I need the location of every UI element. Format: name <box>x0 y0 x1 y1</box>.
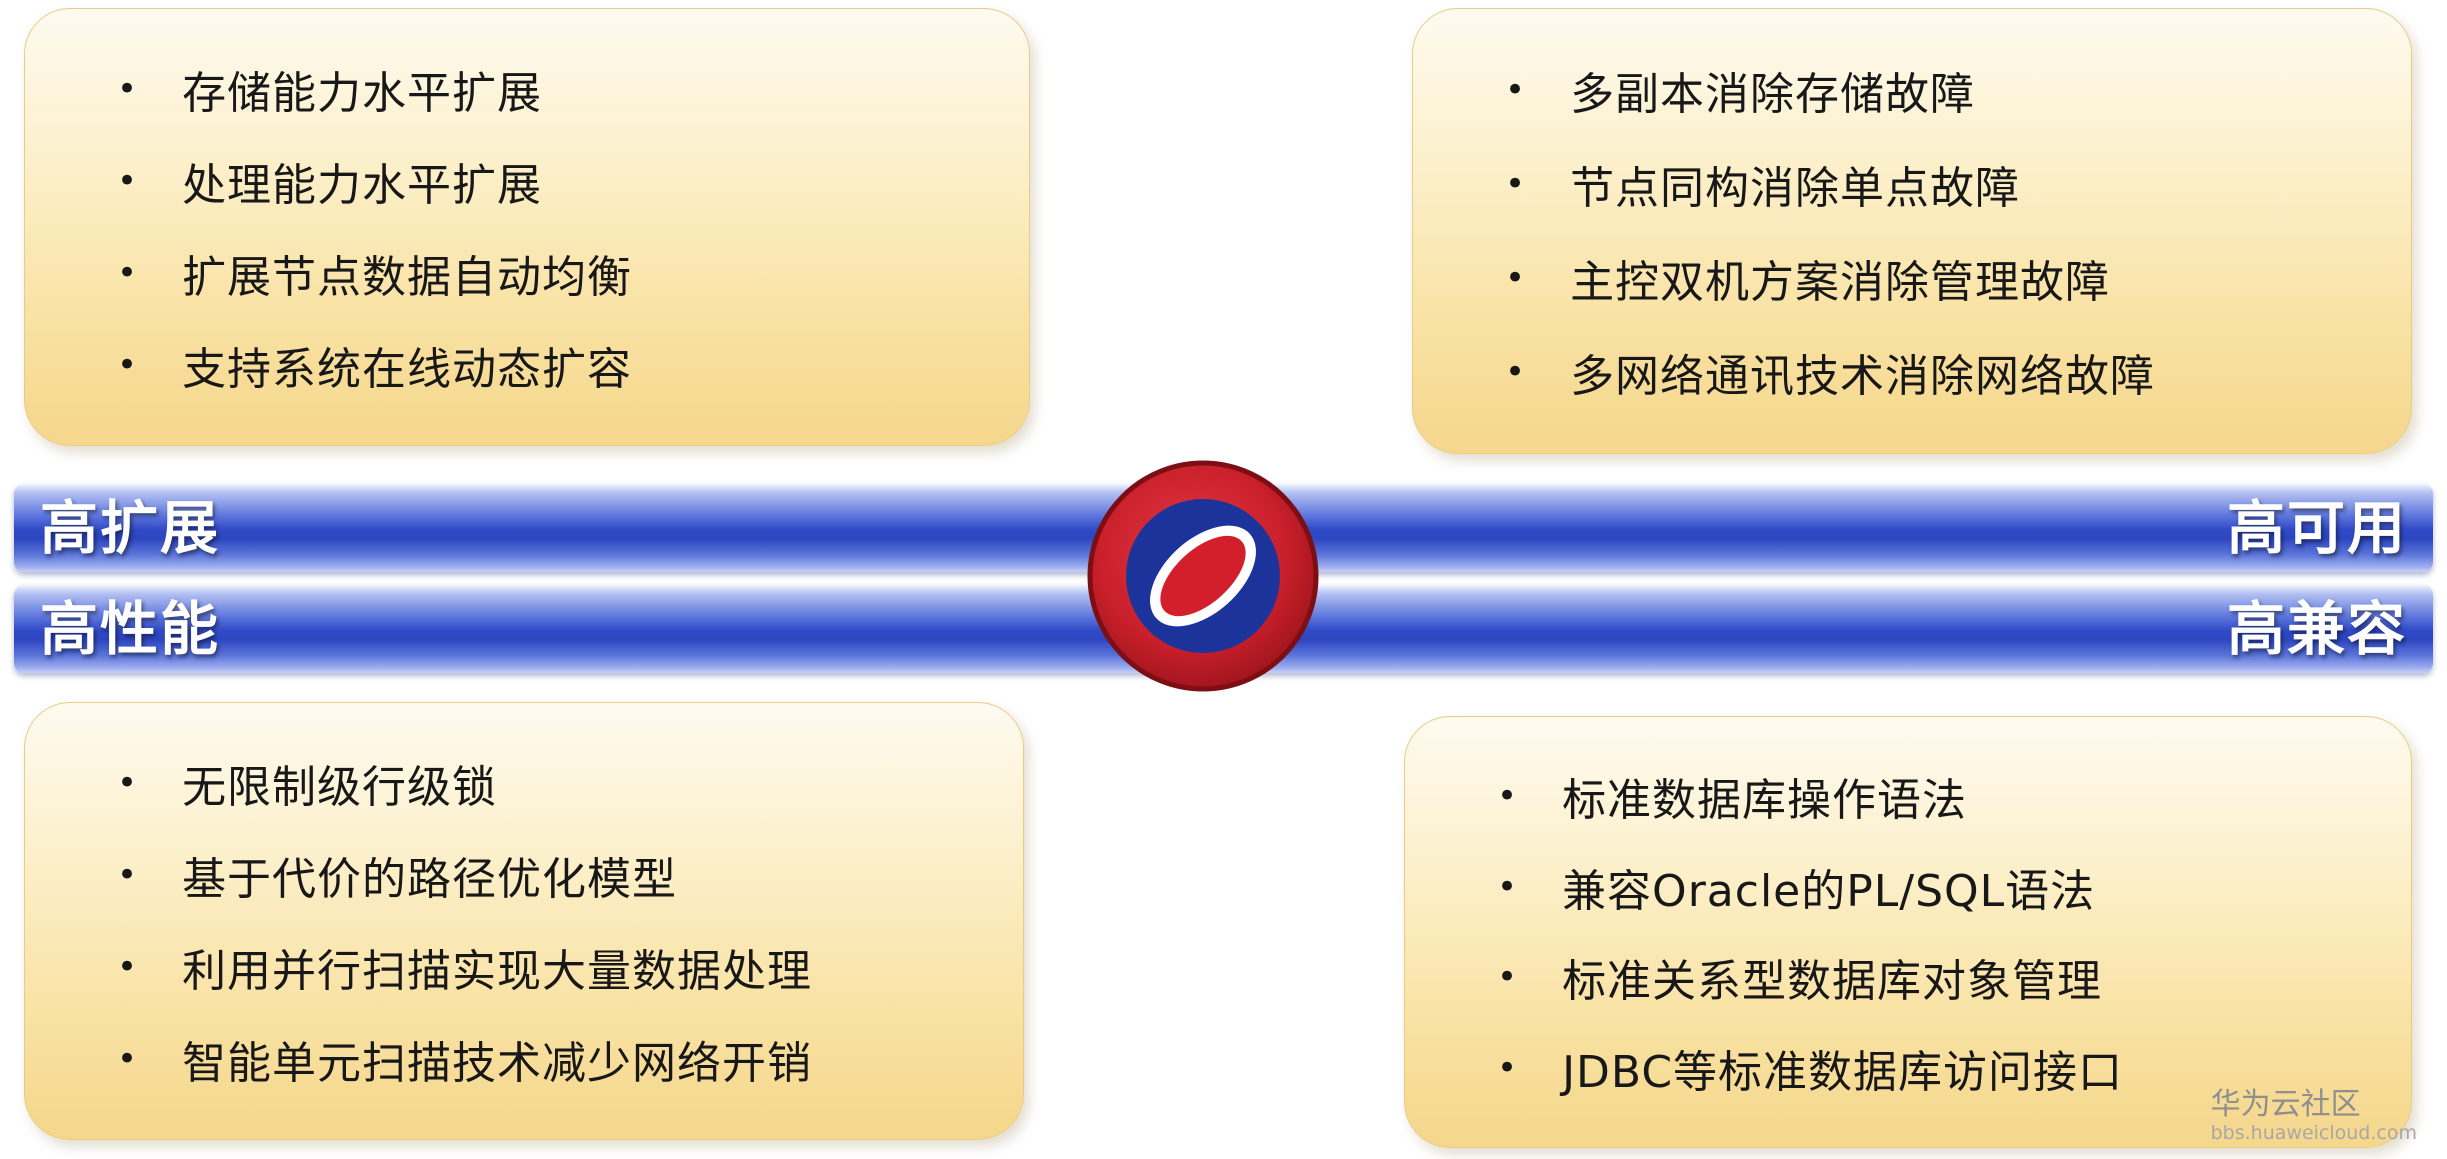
list-item-text: 无限制级行级锁 <box>182 762 498 813</box>
list-item: • 标准关系型数据库对象管理 <box>1469 945 2365 1009</box>
list-item: • 存储能力水平扩展 <box>89 57 983 121</box>
list-item: • 节点同构消除单点故障 <box>1477 152 2365 216</box>
bullet-dot-icon: • <box>117 1039 139 1079</box>
list-item: • 多网络通讯技术消除网络故障 <box>1477 340 2365 404</box>
bullet-dot-icon: • <box>117 161 139 201</box>
list-item-text: JDBC等标准数据库访问接口 <box>1562 1046 2124 1098</box>
list-item-text: 智能单元扫描技术减少网络开销 <box>182 1038 813 1089</box>
bullet-dot-icon: • <box>117 253 139 293</box>
list-item-text: 多网络通讯技术消除网络故障 <box>1570 351 2156 402</box>
card-high-compatibility: • 标准数据库操作语法 • 兼容Oracle的PL/SQL语法 • 标准关系型数… <box>1404 716 2412 1148</box>
bar-label-high-compatibility: 高兼容 <box>2226 595 2407 663</box>
watermark-title: 华为云社区 <box>2210 1086 2361 1122</box>
bullet-dot-icon: • <box>117 947 139 987</box>
list-item: • 标准数据库操作语法 <box>1469 764 2365 828</box>
bar-label-high-performance: 高性能 <box>40 595 221 663</box>
bullet-dot-icon: • <box>117 855 139 895</box>
list-item-text: 标准数据库操作语法 <box>1562 775 1968 827</box>
list-item: • 兼容Oracle的PL/SQL语法 <box>1469 855 2365 919</box>
database-logo-svg <box>1087 460 1319 692</box>
list-item: • 多副本消除存储故障 <box>1477 58 2365 122</box>
list-item-text: 处理能力水平扩展 <box>182 160 543 211</box>
database-logo-icon <box>1085 458 1321 694</box>
bullet-list: • 标准数据库操作语法 • 兼容Oracle的PL/SQL语法 • 标准关系型数… <box>1469 751 2365 1113</box>
list-item: • JDBC等标准数据库访问接口 <box>1469 1036 2365 1100</box>
bullet-list: • 存储能力水平扩展 • 处理能力水平扩展 • 扩展节点数据自动均衡 • 支持系… <box>89 43 983 411</box>
list-item-text: 多副本消除存储故障 <box>1570 69 1976 120</box>
bullet-dot-icon: • <box>1505 70 1527 110</box>
bullet-dot-icon: • <box>117 345 139 385</box>
list-item-text: 基于代价的路径优化模型 <box>182 854 678 905</box>
list-item-text: 扩展节点数据自动均衡 <box>182 252 633 303</box>
list-item-text: 利用并行扫描实现大量数据处理 <box>182 946 813 997</box>
list-item-text: 节点同构消除单点故障 <box>1570 163 2021 214</box>
bullet-list: • 无限制级行级锁 • 基于代价的路径优化模型 • 利用并行扫描实现大量数据处理… <box>89 737 977 1105</box>
watermark: 华为云社区 bbs.huaweicloud.com <box>2210 1086 2417 1145</box>
card-high-scalability: • 存储能力水平扩展 • 处理能力水平扩展 • 扩展节点数据自动均衡 • 支持系… <box>24 8 1030 446</box>
card-high-availability: • 多副本消除存储故障 • 节点同构消除单点故障 • 主控双机方案消除管理故障 … <box>1412 8 2412 454</box>
watermark-subtitle: bbs.huaweicloud.com <box>2210 1122 2417 1145</box>
list-item: • 扩展节点数据自动均衡 <box>89 241 983 305</box>
list-item: • 利用并行扫描实现大量数据处理 <box>89 935 977 999</box>
bullet-dot-icon: • <box>1497 957 1519 998</box>
bullet-dot-icon: • <box>117 763 139 803</box>
card-high-performance: • 无限制级行级锁 • 基于代价的路径优化模型 • 利用并行扫描实现大量数据处理… <box>24 702 1024 1140</box>
list-item: • 支持系统在线动态扩容 <box>89 333 983 397</box>
bullet-dot-icon: • <box>1497 1047 1519 1088</box>
list-item-text: 存储能力水平扩展 <box>182 68 543 119</box>
bullet-dot-icon: • <box>1497 866 1519 907</box>
bar-label-high-scalability: 高扩展 <box>40 494 221 562</box>
bullet-dot-icon: • <box>1497 776 1519 817</box>
bullet-dot-icon: • <box>1505 258 1527 298</box>
bullet-dot-icon: • <box>1505 164 1527 204</box>
list-item: • 处理能力水平扩展 <box>89 149 983 213</box>
list-item-text: 标准关系型数据库对象管理 <box>1562 956 2103 1008</box>
list-item: • 无限制级行级锁 <box>89 751 977 815</box>
bullet-dot-icon: • <box>1505 352 1527 392</box>
list-item-text: 支持系统在线动态扩容 <box>182 344 633 395</box>
list-item: • 基于代价的路径优化模型 <box>89 843 977 907</box>
bullet-list: • 多副本消除存储故障 • 节点同构消除单点故障 • 主控双机方案消除管理故障 … <box>1477 43 2365 419</box>
list-item: • 智能单元扫描技术减少网络开销 <box>89 1027 977 1091</box>
list-item-text: 主控双机方案消除管理故障 <box>1570 257 2111 308</box>
bullet-dot-icon: • <box>117 69 139 109</box>
bar-label-high-availability: 高可用 <box>2226 494 2407 562</box>
list-item-text: 兼容Oracle的PL/SQL语法 <box>1562 865 2096 917</box>
list-item: • 主控双机方案消除管理故障 <box>1477 246 2365 310</box>
